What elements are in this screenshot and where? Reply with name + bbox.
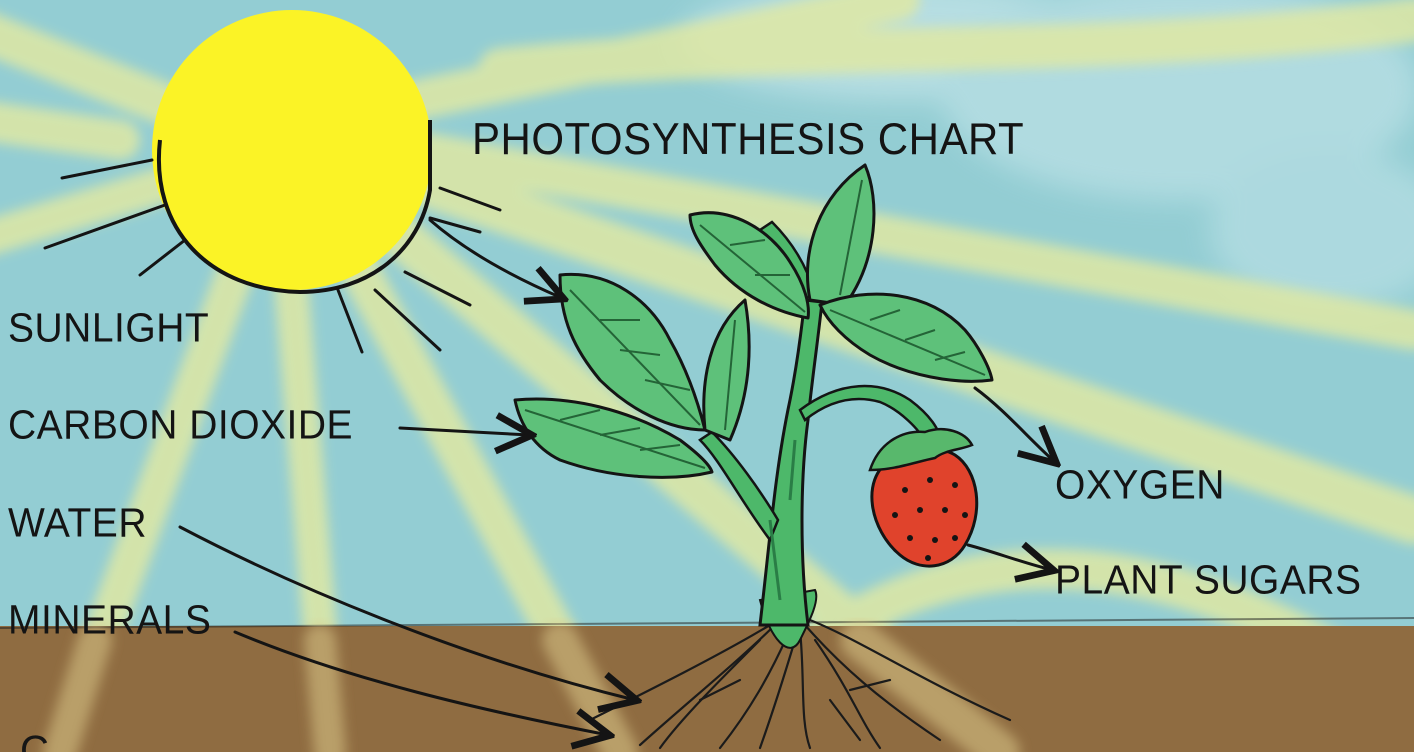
input-label-sunlight: SUNLIGHT: [8, 308, 209, 349]
output-label-plant-sugars: PLANT SUGARS: [1055, 560, 1362, 601]
input-label-water: WATER: [8, 503, 147, 544]
input-label-minerals: MINERALS: [8, 600, 211, 641]
output-label-oxygen: OXYGEN: [1055, 465, 1225, 506]
diagram-title: PHOTOSYNTHESIS CHART: [472, 117, 1024, 161]
bottom-caption-fragment: C: [20, 730, 49, 752]
input-label-carbon-dioxide: CARBON DIOXIDE: [8, 405, 353, 446]
soil: [0, 626, 1414, 752]
